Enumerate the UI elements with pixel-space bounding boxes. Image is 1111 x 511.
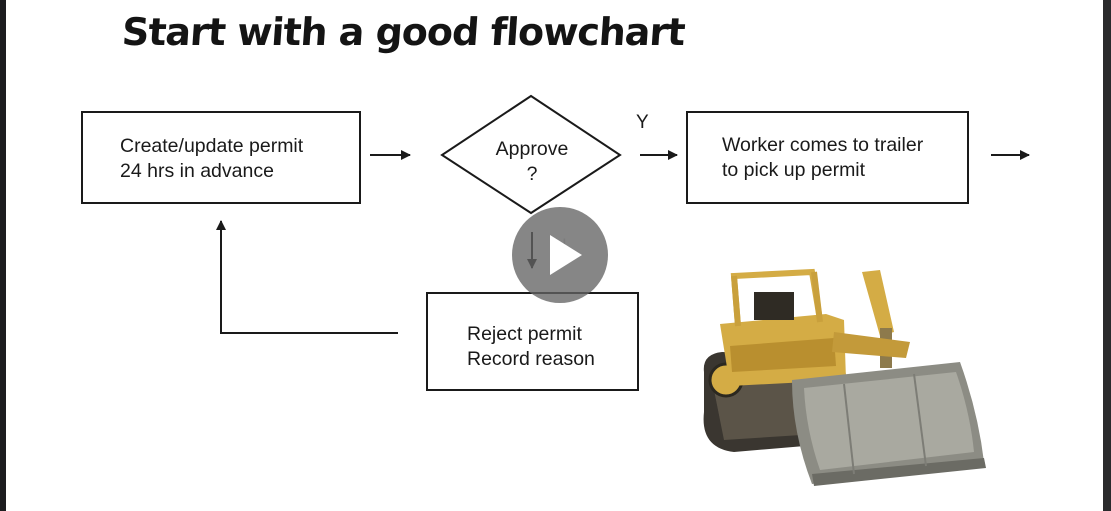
viewer-edge — [1103, 0, 1111, 511]
decision-diamond — [440, 94, 622, 215]
approve-decision-text: Approve ? — [456, 137, 608, 187]
arrow-reject-to-create — [216, 220, 398, 334]
bulldozer-photo — [703, 268, 986, 486]
reject-line-1: Reject permit — [467, 323, 582, 345]
worker-pickup-box: Worker comes to trailer to pick up permi… — [686, 111, 969, 204]
approve-question-mark: ? — [526, 163, 538, 185]
worker-line-2: to pick up permit — [722, 159, 866, 181]
worker-line-1: Worker comes to trailer — [722, 134, 924, 156]
reject-line-2: Record reason — [467, 348, 595, 370]
create-permit-box: Create/update permit 24 hrs in advance — [81, 111, 361, 204]
reject-permit-box: Reject permit Record reason — [426, 292, 639, 391]
approve-label: Approve — [495, 138, 569, 160]
yes-label: Y — [636, 112, 649, 133]
create-permit-line-1: Create/update permit — [120, 135, 304, 157]
play-button[interactable] — [512, 207, 608, 303]
play-icon — [550, 235, 582, 275]
slide: Start with a good flowchart Create/updat… — [6, 0, 1103, 511]
create-permit-line-2: 24 hrs in advance — [120, 160, 274, 182]
